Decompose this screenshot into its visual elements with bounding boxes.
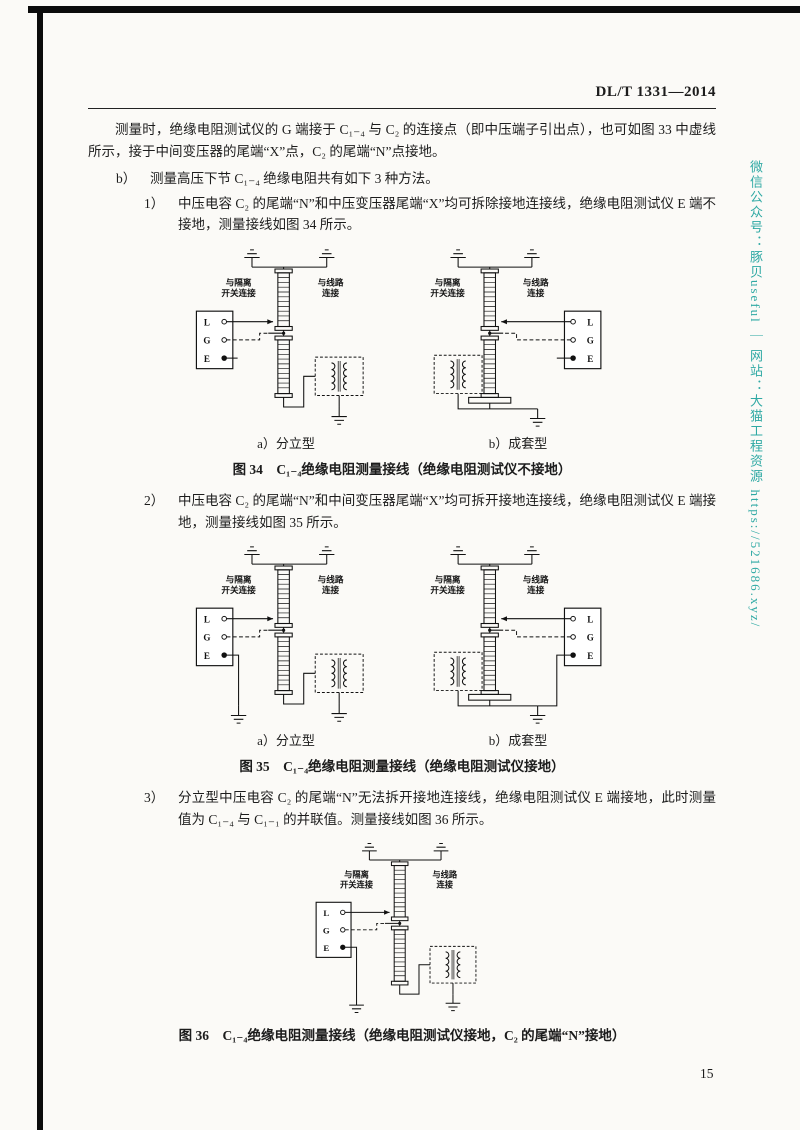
figure-35-caption: 图 35 C₁₋₄绝缘电阻测量接线（绝缘电阻测试仪接地） — [239, 759, 565, 775]
figure-36-caption: 图 36 C₁₋₄绝缘电阻测量接线（绝缘电阻测试仪接地，C₂ 的尾端“N”接地） — [178, 1028, 626, 1044]
item-marker: 2） — [144, 492, 165, 508]
intro-paragraph: 测量时，绝缘电阻测试仪的 G 端接于 C₁₋₄ 与 C₂ 的连接点（即中压端子引… — [88, 122, 716, 159]
subfigure-label: a）分立型 — [257, 435, 315, 451]
svg-text:连接: 连接 — [322, 584, 340, 595]
figure-35a: 与隔离 开关连接 与线路 连接 a）分立型 — [183, 541, 389, 749]
figure-35: 与隔离 开关连接 与线路 连接 a）分立型 — [88, 541, 716, 749]
svg-text:连接: 连接 — [322, 287, 340, 298]
svg-text:开关连接: 开关连接 — [430, 287, 465, 298]
svg-text:开关连接: 开关连接 — [340, 880, 374, 890]
item-marker: 3） — [144, 790, 165, 806]
svg-text:与线路: 与线路 — [318, 573, 344, 584]
svg-text:与线路: 与线路 — [318, 276, 344, 287]
scan-edge-left — [37, 6, 43, 1130]
svg-text:与隔离: 与隔离 — [226, 573, 252, 584]
page-content: DL/T 1331—2014 测量时，绝缘电阻测试仪的 G 端接于 C₁₋₄ 与… — [88, 84, 716, 1056]
svg-text:开关连接: 开关连接 — [430, 584, 465, 595]
svg-text:与隔离: 与隔离 — [344, 870, 369, 880]
watermark-text: 微信公众号：豚贝useful ｜ 网站：大猫工程资源 https://52168… — [748, 160, 763, 629]
svg-text:连接: 连接 — [436, 880, 453, 890]
subfigure-label: b）成套型 — [488, 733, 548, 749]
item-text: 分立型中压电容 C₂ 的尾端“N”无法拆开接地连接线，绝缘电阻测试仪 E 端接地… — [178, 790, 716, 827]
subfigure-label: a）分立型 — [257, 733, 315, 749]
page-number: 15 — [700, 1066, 714, 1081]
figure-36: 与隔离 开关连接 与线路 连接 — [88, 838, 716, 1018]
item-text: 测量高压下节 C₁₋₄ 绝缘电阻共有如下 3 种方法。 — [150, 171, 439, 187]
list-item-1: 1） 中压电容 C₂ 的尾端“N”和中压变压器尾端“X”均可拆除接地连接线，绝缘… — [88, 193, 716, 236]
list-item-b: b） 测量高压下节 C₁₋₄ 绝缘电阻共有如下 3 种方法。 — [88, 168, 716, 190]
svg-text:开关连接: 开关连接 — [221, 287, 256, 298]
svg-text:与线路: 与线路 — [523, 276, 549, 287]
figure-34b-diagram: 与隔离 开关连接 与线路 连接 — [430, 249, 602, 427]
list-item-2: 2） 中压电容 C₂ 的尾端“N”和中间变压器尾端“X”均可拆开接地连接线，绝缘… — [88, 490, 716, 533]
list-item-3: 3） 分立型中压电容 C₂ 的尾端“N”无法拆开接地连接线，绝缘电阻测试仪 E … — [88, 787, 716, 830]
figure-36-single: 与隔离 开关连接 与线路 连接 — [301, 838, 503, 1018]
svg-text:开关连接: 开关连接 — [221, 584, 256, 595]
scan-edge-top — [28, 6, 800, 13]
figure-35b: 与隔离 开关连接 与线路 连接 b）成套型 — [415, 541, 621, 749]
figure-34a: 与隔离 开关连接 与线路 连接 a）分立型 — [183, 244, 389, 452]
subfigure-label: b）成套型 — [488, 435, 548, 451]
item-text: 中压电容 C₂ 的尾端“N”和中压变压器尾端“X”均可拆除接地连接线，绝缘电阻测… — [178, 195, 716, 233]
figure-35a-diagram: 与隔离 开关连接 与线路 连接 — [195, 546, 364, 724]
figure-34: 与隔离 开关连接 与线路 连接 a）分立型 — [88, 244, 716, 452]
svg-text:与线路: 与线路 — [432, 870, 458, 880]
figure-34a-diagram: 与隔离 开关连接 与线路 连接 — [195, 249, 364, 425]
item-text: 中压电容 C₂ 的尾端“N”和中间变压器尾端“X”均可拆开接地连接线，绝缘电阻测… — [178, 492, 716, 530]
figure-34-caption: 图 34 C₁₋₄绝缘电阻测量接线（绝缘电阻测试仪不接地） — [232, 461, 572, 477]
svg-text:与线路: 与线路 — [523, 573, 549, 584]
svg-text:连接: 连接 — [527, 287, 545, 298]
figure-36-diagram: 与隔离 开关连接 与线路 连接 — [315, 843, 477, 1014]
item-marker: b） — [116, 171, 137, 187]
figure-35b-diagram: 与隔离 开关连接 与线路 连接 — [430, 546, 602, 724]
item-marker: 1） — [144, 195, 165, 211]
svg-text:连接: 连接 — [527, 584, 545, 595]
figure-34b: 与隔离 开关连接 与线路 连接 b）成套型 — [415, 244, 621, 452]
svg-text:与隔离: 与隔离 — [435, 276, 461, 287]
svg-text:与隔离: 与隔离 — [435, 573, 461, 584]
standard-number: DL/T 1331—2014 — [88, 84, 716, 109]
svg-text:与隔离: 与隔离 — [226, 276, 252, 287]
